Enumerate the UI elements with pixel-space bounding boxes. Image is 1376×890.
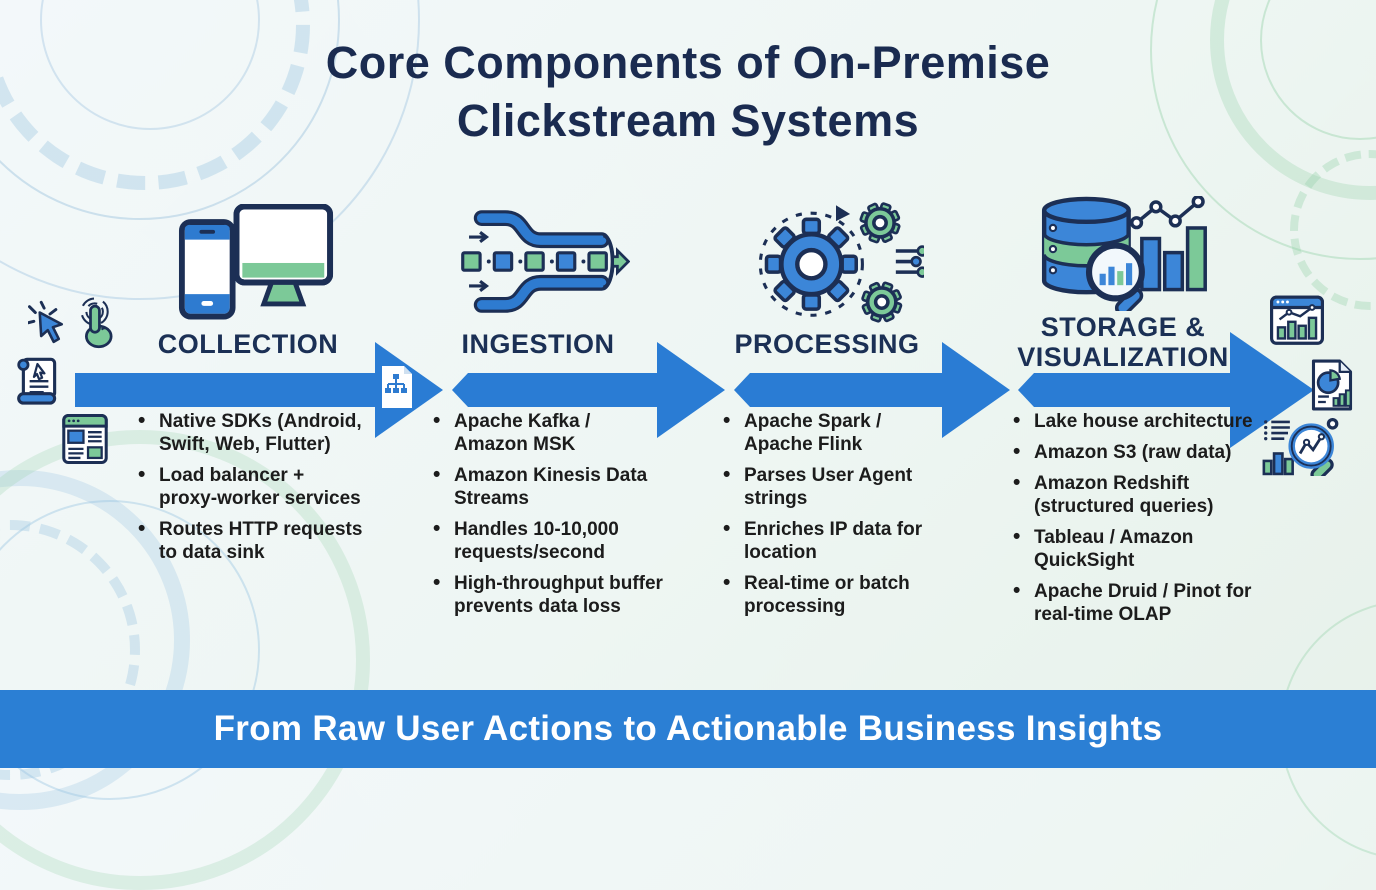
report-document-icon — [1308, 358, 1356, 417]
database-analytics-icon — [1038, 194, 1214, 316]
flow-bar-segment-2 — [452, 373, 657, 407]
list-item: Amazon Kinesis Data Streams — [428, 463, 673, 510]
list-item: Lake house architecture — [1008, 409, 1260, 433]
list-item: Real-time or batch processing — [718, 571, 963, 618]
footer-banner-text: From Raw User Actions to Actionable Busi… — [213, 709, 1163, 748]
column-heading-collection: COLLECTION — [157, 329, 339, 359]
sitemap-file-icon — [378, 364, 416, 417]
flow-bar-segment-4 — [1018, 373, 1230, 407]
search-chart-icon — [1262, 417, 1340, 482]
footer-banner: From Raw User Actions to Actionable Busi… — [0, 690, 1376, 768]
list-item: Apache Druid / Pinot for real-time OLAP — [1008, 579, 1260, 626]
page-title: Core Components of On-Premise Clickstrea… — [325, 37, 1051, 146]
list-item: Native SDKs (Android, Swift, Web, Flutte… — [133, 409, 378, 456]
column-heading-storage-visualization: STORAGE & VISUALIZATION — [1017, 312, 1229, 372]
bullet-list-processing: Apache Spark / Apache Flink Parses User … — [718, 409, 963, 626]
column-heading-ingestion: INGESTION — [461, 329, 615, 359]
flow-bar-segment-3 — [734, 373, 942, 407]
list-item: Load balancer + proxy-worker services — [133, 463, 378, 510]
list-item: Apache Kafka / Amazon MSK — [428, 409, 673, 456]
tap-hand-icon — [74, 296, 118, 357]
devices-icon — [178, 203, 334, 325]
bullet-list-storage-visualization: Lake house architecture Amazon S3 (raw d… — [1008, 409, 1260, 634]
list-item: Tableau / Amazon QuickSight — [1008, 525, 1260, 572]
decor-arc-ticks — [1290, 150, 1376, 310]
infographic-canvas: Core Components of On-Premise Clickstrea… — [0, 0, 1376, 768]
column-heading-processing: PROCESSING — [734, 329, 920, 359]
list-item: Routes HTTP requests to data sink — [133, 517, 378, 564]
flow-bar-segment-1 — [75, 373, 375, 407]
list-item: Amazon Redshift (structured queries) — [1008, 471, 1260, 518]
bullet-list-collection: Native SDKs (Android, Swift, Web, Flutte… — [133, 409, 378, 572]
scroll-document-icon — [14, 356, 64, 413]
list-item: Enriches IP data for location — [718, 517, 963, 564]
list-item: Apache Spark / Apache Flink — [718, 409, 963, 456]
list-item: Parses User Agent strings — [718, 463, 963, 510]
list-item: High-throughput buffer prevents data los… — [428, 571, 673, 618]
bullet-list-ingestion: Apache Kafka / Amazon MSK Amazon Kinesis… — [428, 409, 673, 626]
cursor-click-icon — [26, 300, 72, 355]
pipeline-funnel-icon — [458, 210, 631, 318]
gears-icon — [748, 198, 928, 331]
browser-page-icon — [62, 414, 108, 469]
analytics-window-icon — [1270, 295, 1324, 352]
list-item: Amazon S3 (raw data) — [1008, 440, 1260, 464]
list-item: Handles 10-10,000 requests/second — [428, 517, 673, 564]
